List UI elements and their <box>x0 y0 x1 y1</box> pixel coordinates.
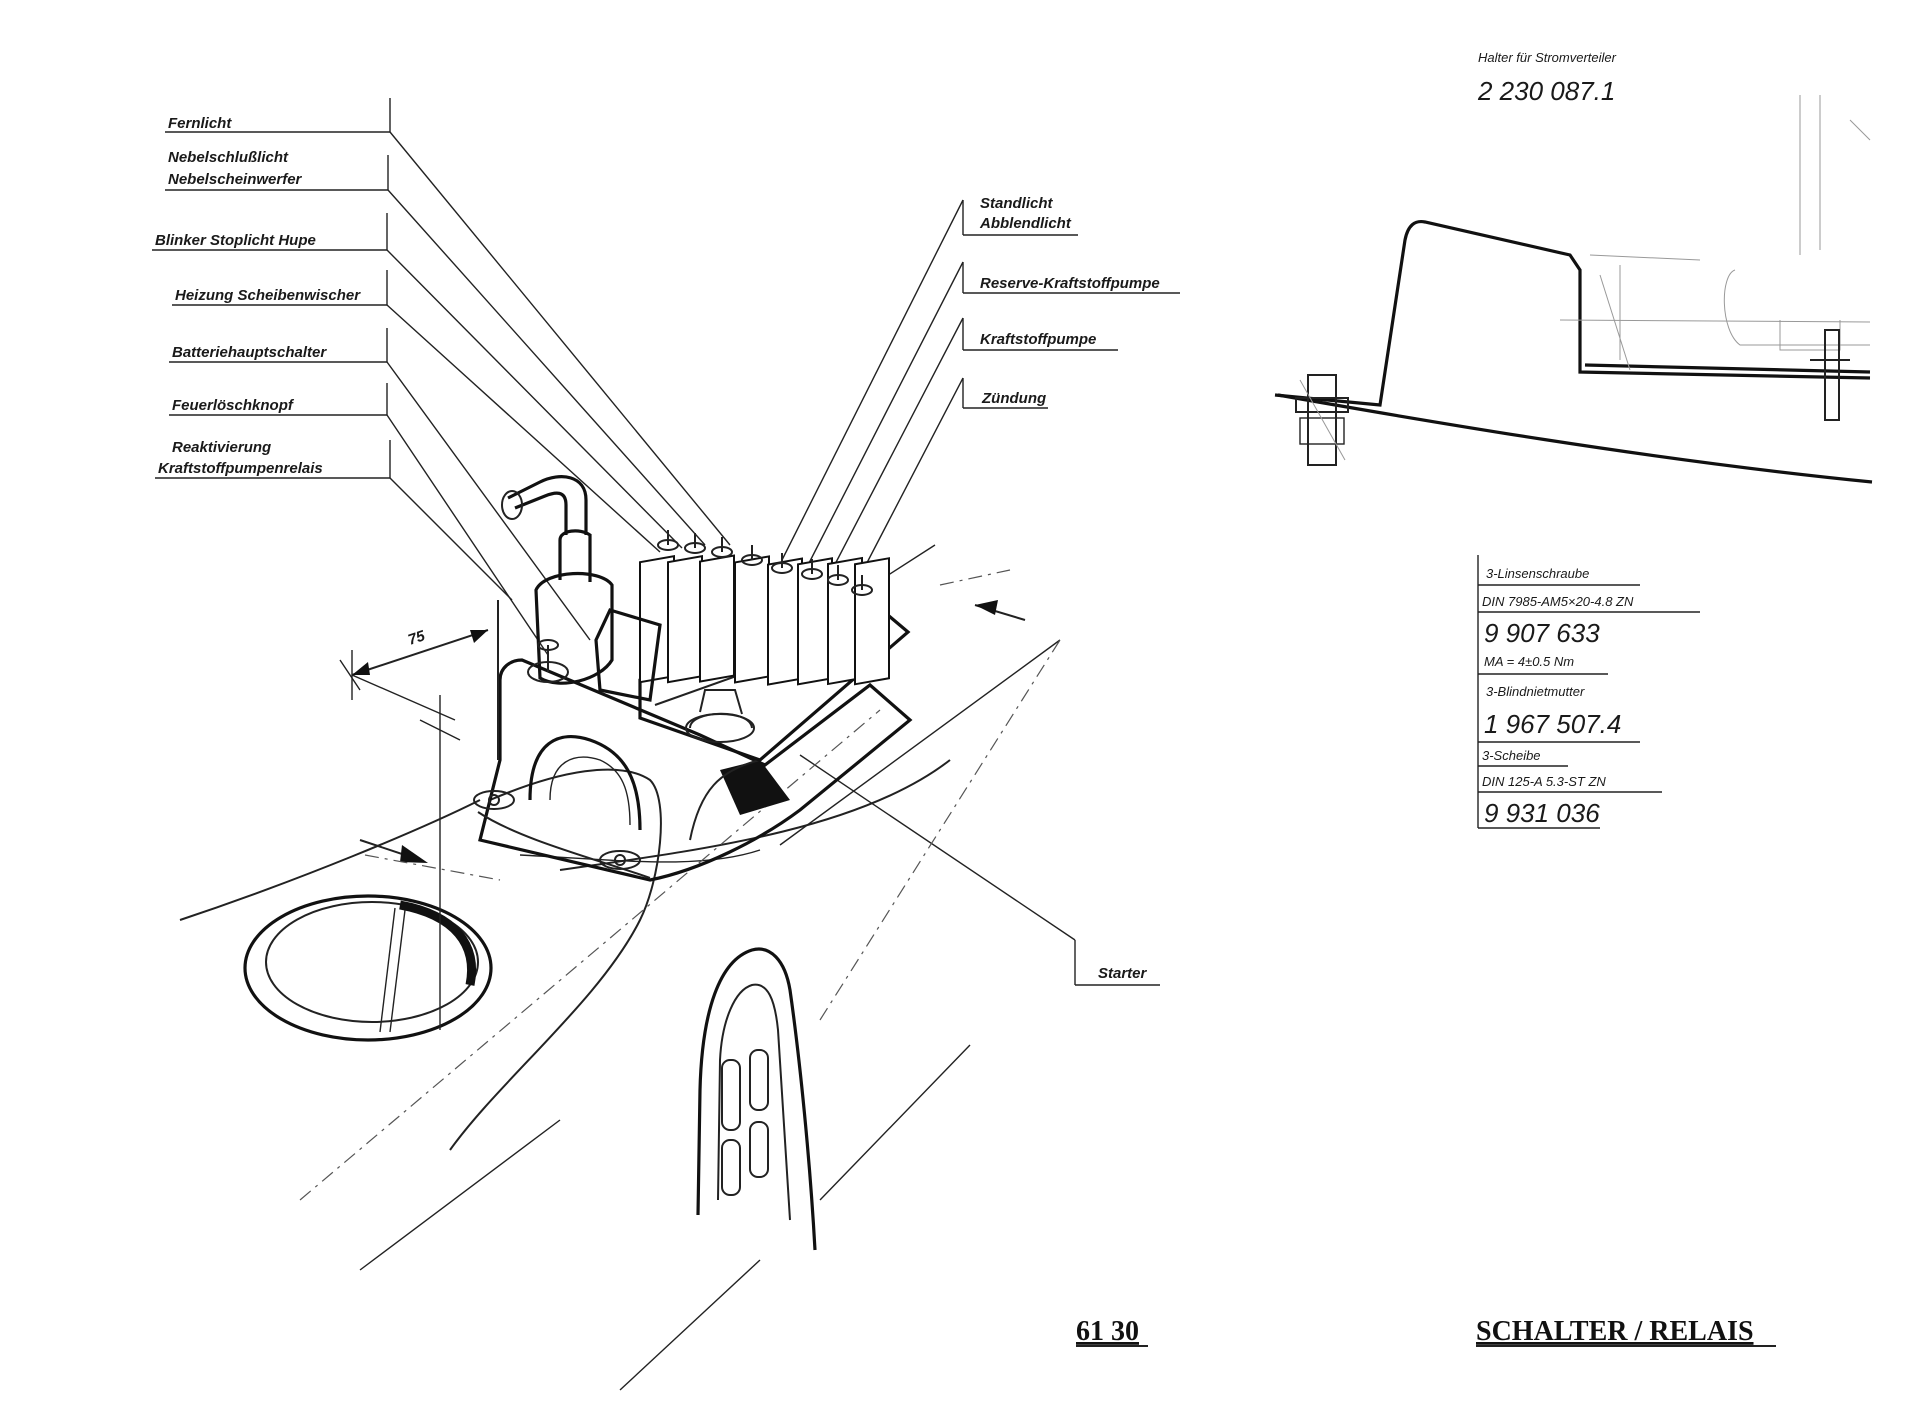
detail-view: Halter für Stromverteiler 2 230 087.1 3-… <box>1274 50 1873 829</box>
washer-number: 9 931 036 <box>1484 798 1600 828</box>
parts-list: 3-Linsenschraube DIN 7985-AM5×20-4.8 ZN … <box>1477 555 1700 829</box>
vehicle-body-outline <box>179 639 1061 1391</box>
left-labels: Fernlicht Nebelschlußlicht Nebelscheinwe… <box>152 98 731 656</box>
dimension-value: 75 <box>406 627 428 649</box>
label-nebelschlusslicht: Nebelschlußlicht <box>168 149 289 166</box>
label-heizung-scheibenwischer: Heizung Scheibenwischer <box>175 287 361 304</box>
label-starter: Starter <box>1098 965 1148 982</box>
detail-part-number: 2 230 087.1 <box>1477 76 1615 106</box>
label-kraftstoffpumpe: Kraftstoffpumpe <box>980 331 1096 348</box>
relay-modules <box>639 554 890 686</box>
torque-spec: MA = 4±0.5 Nm <box>1484 654 1574 669</box>
detail-title: Halter für Stromverteiler <box>1478 50 1617 65</box>
washer-name: 3-Scheibe <box>1482 748 1541 763</box>
label-nebelscheinwerfer: Nebelscheinwerfer <box>168 171 303 188</box>
label-blinker-stoplicht-hupe: Blinker Stoplicht Hupe <box>155 232 316 249</box>
nut-number: 1 967 507.4 <box>1484 709 1621 739</box>
label-standlicht: Standlicht <box>980 195 1054 212</box>
dimension-75: 75 <box>339 627 489 1030</box>
view-arrows <box>359 569 1026 881</box>
screw-name: 3-Linsenschraube <box>1486 566 1589 581</box>
section-title: SCHALTER / RELAIS <box>1476 1316 1754 1347</box>
washer-spec: DIN 125-A 5.3-ST ZN <box>1482 774 1606 789</box>
label-fernlicht: Fernlicht <box>168 115 232 132</box>
label-feuerloeschknopf: Feuerlöschknopf <box>172 397 295 414</box>
page-number: 61 30 <box>1076 1316 1139 1347</box>
label-kraftstoffpumpenrelais: Kraftstoffpumpenrelais <box>158 460 323 477</box>
nut-name: 3-Blindnietmutter <box>1486 684 1585 699</box>
screw-number: 9 907 633 <box>1484 618 1600 648</box>
detail-faint-lines <box>1559 95 1871 371</box>
screw-spec: DIN 7985-AM5×20-4.8 ZN <box>1482 594 1634 609</box>
label-abblendlicht: Abblendlicht <box>979 215 1072 232</box>
relay-terminals <box>657 530 873 596</box>
label-reserve-kraftstoffpumpe: Reserve-Kraftstoffpumpe <box>980 275 1160 292</box>
label-batteriehauptschalter: Batteriehauptschalter <box>172 344 327 361</box>
right-labels: Standlicht Abblendlicht Reserve-Kraftsto… <box>781 195 1180 986</box>
label-zuendung: Zündung <box>981 390 1046 407</box>
relay-assembly <box>473 475 913 882</box>
label-reaktivierung: Reaktivierung <box>172 439 271 456</box>
